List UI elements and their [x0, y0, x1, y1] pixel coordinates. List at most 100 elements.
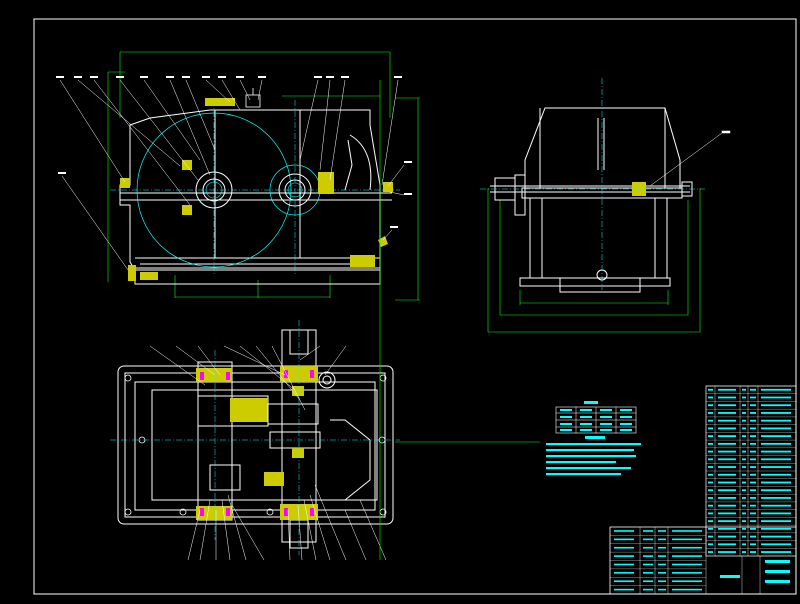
parts-list-cell: [761, 427, 791, 430]
parts-list-cell: [761, 396, 791, 399]
side-centerlines: [480, 78, 705, 290]
parts-list-cell: [750, 419, 756, 422]
title-block-cell: [643, 546, 653, 549]
parts-list-cell: [708, 551, 713, 553]
parts-list-cell: [750, 543, 756, 546]
parts-list-cell: [742, 450, 746, 453]
parts-list-cell: [750, 551, 756, 553]
parts-list-cell: [708, 396, 713, 399]
top-view-gears: [197, 395, 321, 491]
gearbox-housing-top: [117, 365, 394, 525]
top-view-centerlines: [110, 320, 400, 555]
parts-list-cell: [742, 481, 746, 484]
parts-list-cell: [718, 512, 736, 515]
parts-list-cell: [718, 527, 736, 530]
parts-list-cell: [761, 473, 791, 476]
parts-list-cell: [718, 458, 736, 461]
parts-list-cell: [761, 527, 791, 530]
parts-list-cell: [718, 489, 736, 492]
parts-list-cell: [761, 520, 791, 523]
title-block-cell: [672, 572, 702, 574]
parts-list-cell: [742, 435, 746, 438]
parts-list-cell: [761, 450, 791, 453]
parts-list-cell: [708, 512, 713, 515]
parts-list-cell: [718, 520, 736, 523]
title-block-cell: [672, 555, 702, 557]
parts-list-cell: [761, 504, 791, 507]
parts-list-cell: [742, 497, 746, 499]
title-block-cell: [672, 530, 702, 532]
title-block-cell: [658, 572, 666, 574]
parts-list-cell: [742, 527, 746, 530]
parts-list-cell: [750, 497, 756, 499]
title-block: [609, 526, 797, 595]
parts-list-cell: [718, 466, 736, 468]
front-leader-tags: [56, 76, 412, 228]
front-breather: [245, 88, 261, 108]
parts-list-cell: [742, 412, 746, 414]
parts-list-cell: [742, 419, 746, 422]
parts-list-cell: [718, 481, 736, 484]
parts-list-cell: [742, 504, 746, 507]
front-centerlines: [110, 100, 400, 275]
parts-list-cell: [750, 512, 756, 515]
parts-list-cell: [750, 412, 756, 414]
parts-list-cell: [761, 551, 791, 553]
parts-list-cell: [708, 450, 713, 453]
title-block-cell: [672, 546, 702, 549]
parts-list-cell: [742, 535, 746, 538]
parts-list-cell: [750, 450, 756, 453]
title-block-cell: [614, 538, 634, 541]
parts-list-cell: [718, 551, 736, 553]
title-block-cell: [658, 538, 666, 541]
parts-list-cell: [742, 512, 746, 515]
parts-list-cell: [718, 388, 736, 391]
parts-list-cell: [761, 404, 791, 407]
parts-list-cell: [750, 458, 756, 461]
parts-list-cell: [750, 396, 756, 399]
parts-list-cell: [708, 497, 713, 499]
title-block-cell: [643, 588, 653, 591]
parts-list-cell: [718, 504, 736, 507]
parts-list-cell: [708, 481, 713, 484]
parts-list-cell: [718, 442, 736, 445]
title-block-cell: [672, 580, 702, 583]
parts-list-cell: [718, 535, 736, 538]
side-view: [480, 78, 731, 333]
parts-list-cell: [750, 504, 756, 507]
parts-list-cell: [708, 504, 713, 507]
title-block-cell: [614, 588, 634, 591]
side-leader: [649, 130, 731, 187]
parts-list-cell: [742, 458, 746, 461]
technical-characteristics-table: [555, 401, 637, 434]
title-block-cell: [614, 563, 634, 566]
top-view: [110, 80, 540, 561]
front-hatching: [120, 98, 393, 281]
title-block-cell: [643, 538, 653, 541]
parts-list-cell: [708, 543, 713, 546]
parts-list-cell: [750, 473, 756, 476]
parts-list-cell: [742, 520, 746, 523]
title-block-cell: [614, 580, 634, 583]
parts-list-cell: [742, 466, 746, 468]
top-view-oil-gauge: [318, 371, 336, 389]
parts-list-cell: [750, 435, 756, 438]
parts-list-cell: [750, 481, 756, 484]
parts-list-cell: [718, 396, 736, 399]
title-block-cell: [614, 530, 634, 532]
parts-list-cell: [718, 450, 736, 453]
parts-list-cell: [708, 388, 713, 391]
parts-list-rows: [706, 385, 796, 553]
parts-list-cell: [750, 535, 756, 538]
title-block-rows: [610, 530, 706, 591]
top-view-leaders: [149, 345, 387, 561]
top-view-bearing-seals: [200, 370, 314, 516]
title-block-cell: [672, 563, 702, 566]
parts-list-cell: [761, 419, 791, 422]
parts-list-cell: [750, 388, 756, 391]
title-block-cell: [672, 588, 702, 591]
title-block-cell: [658, 563, 666, 566]
parts-list-cell: [761, 512, 791, 515]
